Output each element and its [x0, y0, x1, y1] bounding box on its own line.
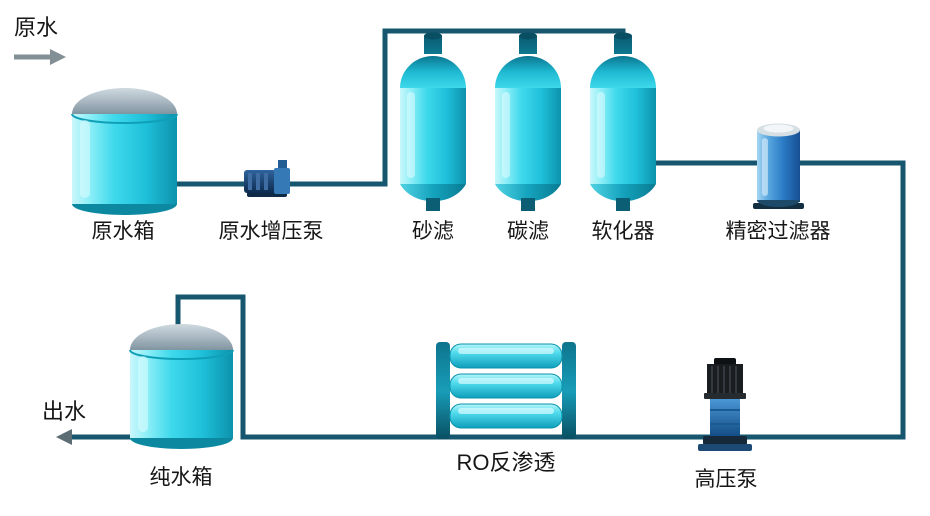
high-pressure-pump [698, 358, 752, 451]
ro-left-manifold [436, 342, 450, 439]
pure-water-tank [129, 324, 234, 450]
ro-membrane-2 [449, 373, 563, 399]
label-sand-filter: 砂滤 [412, 220, 454, 243]
carbon-filter-vessel [495, 32, 561, 211]
softener-vessel [590, 32, 656, 211]
label-booster-pump: 原水增压泵 [219, 220, 324, 243]
label-ro-unit: RO反渗透 [456, 450, 555, 475]
precision-filter [753, 123, 804, 209]
label-softener: 软化器 [592, 220, 655, 243]
label-raw-water-tank: 原水箱 [92, 220, 155, 243]
label-outlet: 出水 [42, 399, 86, 424]
arrow-head-right-icon [50, 49, 66, 65]
label-raw-water: 原水 [14, 15, 58, 40]
arrow-head-left-icon [56, 429, 72, 445]
label-precision-filter: 精密过滤器 [726, 220, 831, 243]
ro-right-manifold [562, 342, 576, 439]
label-pure-water-tank: 纯水箱 [150, 466, 213, 489]
label-carbon-filter: 碳滤 [507, 220, 549, 243]
ro-membrane-1 [449, 343, 563, 369]
pipe-highpressure-run [175, 160, 906, 440]
ro-membrane-3 [449, 403, 563, 429]
ro-membrane-unit [436, 342, 576, 439]
sand-filter-vessel [400, 32, 466, 211]
label-high-pressure-pump: 高压泵 [695, 468, 758, 491]
raw-water-tank [71, 88, 178, 216]
raw-water-inlet-arrow [14, 49, 66, 65]
booster-pump [244, 160, 290, 197]
